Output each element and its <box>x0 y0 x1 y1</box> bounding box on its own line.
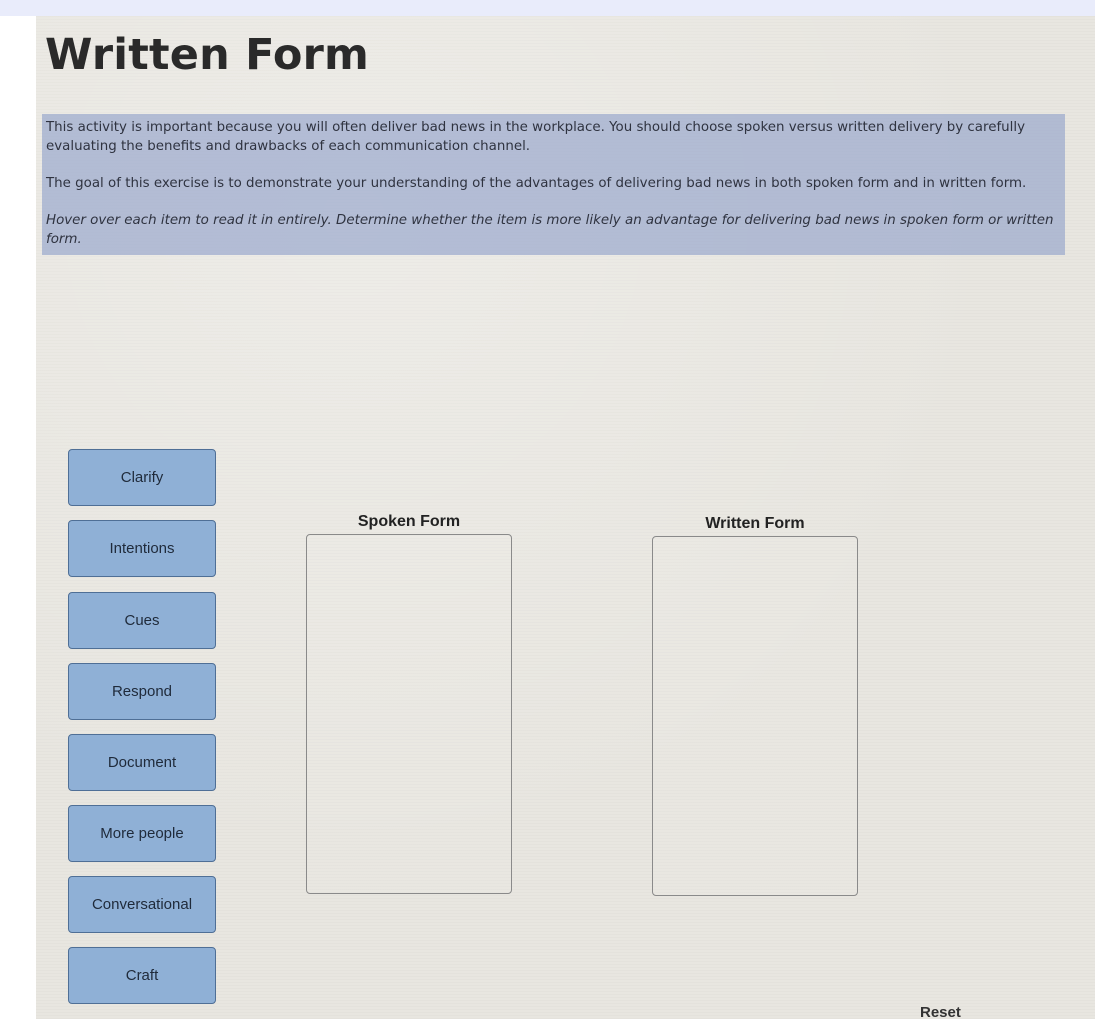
draggable-item-cues[interactable]: Cues <box>68 592 216 649</box>
intro-paragraph-1: This activity is important because you w… <box>46 120 1026 154</box>
written-form-label: Written Form <box>705 515 805 532</box>
top-edge-strip <box>0 0 1095 16</box>
draggable-item-respond[interactable]: Respond <box>68 663 216 720</box>
written-form-drop-zone[interactable] <box>652 536 858 896</box>
reset-button[interactable]: Reset <box>920 1004 961 1019</box>
draggable-item-craft[interactable]: Craft <box>68 947 216 1004</box>
draggable-item-conversational[interactable]: Conversational <box>68 876 216 933</box>
instructions-text: Hover over each item to read it in entir… <box>46 213 1054 247</box>
activity-screen: Written Form This activity is important … <box>36 16 1095 1019</box>
draggable-item-more-people[interactable]: More people <box>68 805 216 862</box>
intro-paragraph-2: The goal of this exercise is to demonstr… <box>46 176 1027 191</box>
draggable-item-intentions[interactable]: Intentions <box>68 520 216 577</box>
page-title: Written Form <box>45 30 370 80</box>
spoken-form-label: Spoken Form <box>357 513 461 530</box>
instructions-block: This activity is important because you w… <box>42 114 1065 255</box>
spoken-form-drop-zone[interactable] <box>306 534 512 894</box>
draggable-item-document[interactable]: Document <box>68 734 216 791</box>
draggable-item-clarify[interactable]: Clarify <box>68 449 216 506</box>
bottom-edge-strip <box>0 1019 1095 1033</box>
